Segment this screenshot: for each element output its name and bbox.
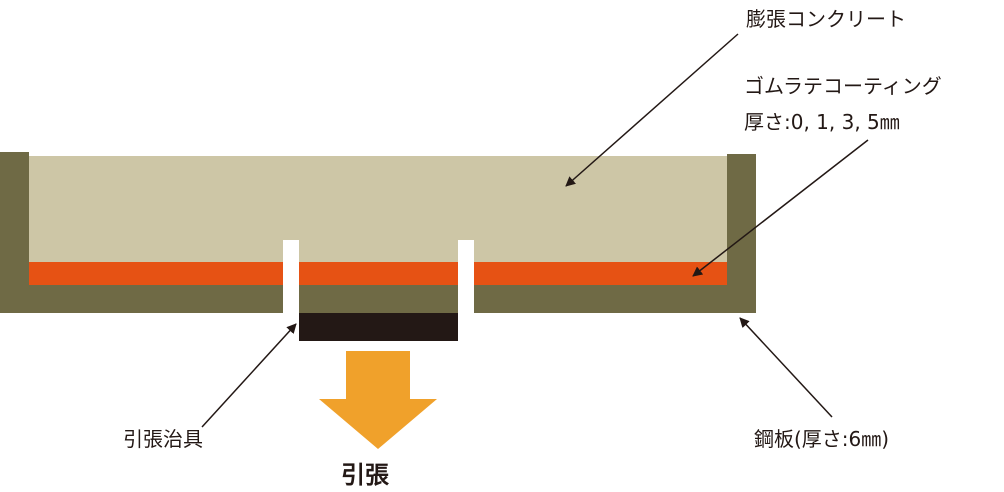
concrete-label: 膨張コンクリート bbox=[746, 7, 906, 31]
expansive-concrete bbox=[29, 156, 727, 262]
jig-label: 引張治具 bbox=[123, 427, 203, 451]
coating-label-line1: ゴムラテコーティング bbox=[744, 74, 942, 98]
steel-plate-label: 鋼板(厚さ:6㎜) bbox=[754, 427, 889, 451]
concrete-leader bbox=[565, 33, 739, 187]
coating-label-line2: 厚さ:0, 1, 3, 5㎜ bbox=[744, 110, 900, 134]
jig-leader bbox=[201, 323, 297, 428]
coating-leader bbox=[692, 139, 869, 277]
tension-arrow bbox=[319, 351, 437, 449]
right-slit bbox=[458, 240, 474, 315]
steel-plate-leader bbox=[739, 317, 833, 418]
tension-jig bbox=[299, 313, 458, 341]
rubber-latex-coating bbox=[29, 262, 727, 285]
steel-plate bbox=[0, 152, 756, 313]
tension-label: 引張 bbox=[341, 461, 390, 489]
left-slit bbox=[283, 240, 299, 315]
